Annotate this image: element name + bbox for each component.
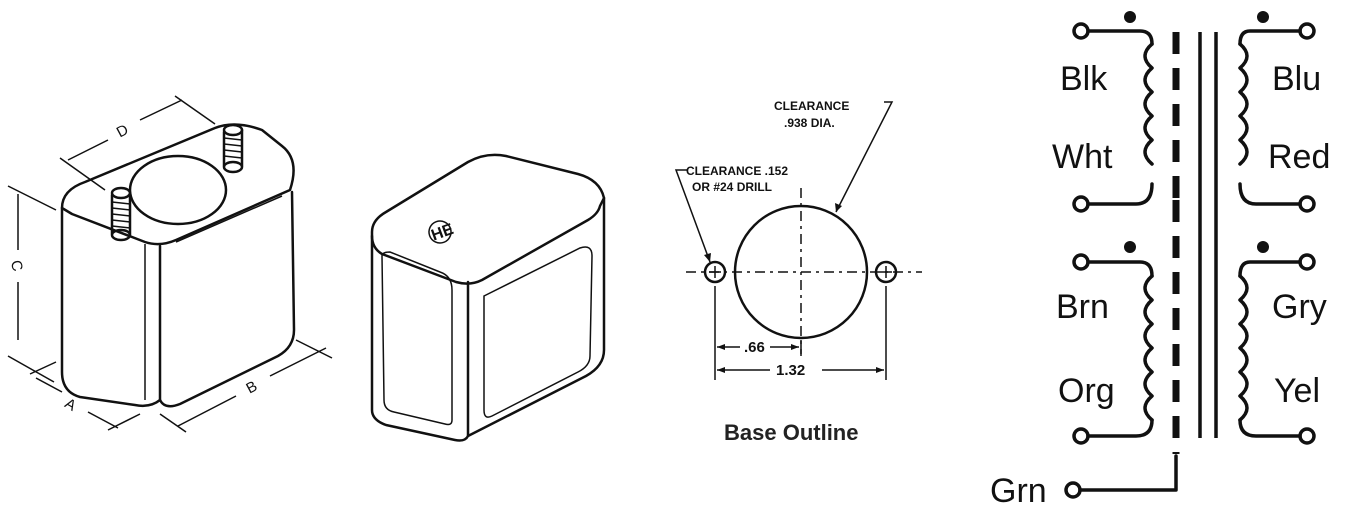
right-face-edge: [466, 196, 606, 438]
clearance-hole-drill-label: OR #24 DRILL: [692, 180, 772, 194]
dimension-a: A: [29, 361, 141, 431]
dim-d-label: D: [114, 121, 132, 141]
base-outline: .66 1.32 CLEARANCE .938 DIA. CLEARANCE .…: [674, 99, 922, 445]
left-panel: [381, 251, 453, 426]
winding-brn-org: Brn Org: [1056, 241, 1154, 445]
dimensioned-transformer-view: D C A B: [7, 95, 333, 433]
lead-gry-label: Gry: [1272, 288, 1327, 326]
dim-c-label: C: [7, 258, 26, 273]
dim-132-label: 1.32: [776, 362, 805, 379]
dimension-d: D: [59, 95, 216, 191]
top-front-edge: [175, 195, 283, 243]
leader-center: [835, 101, 894, 213]
polarity-dot: [1124, 241, 1136, 253]
transformer-schematic: Blk Wht Blu Red Brn Org: [990, 11, 1330, 506]
dim-b-label: B: [243, 378, 260, 398]
clearance-center-dia-label: .938 DIA.: [784, 116, 835, 130]
mounting-hole-left: [703, 260, 727, 284]
lead-grn-label: Grn: [990, 472, 1047, 506]
polarity-dot: [1257, 241, 1269, 253]
polarity-dot: [1257, 11, 1269, 23]
svg-text:HE: HE: [429, 221, 456, 245]
lead-wht-label: Wht: [1052, 138, 1113, 176]
right-panel: [483, 246, 593, 418]
top-face: [370, 153, 606, 285]
enclosed-transformer-view: HE: [370, 153, 606, 442]
clearance-center-label: CLEARANCE: [774, 99, 849, 113]
shield-ground-lead: Grn: [990, 454, 1178, 506]
lead-blk-label: Blk: [1060, 60, 1108, 98]
stud-front: [110, 186, 132, 242]
top-face: [60, 123, 295, 246]
right-face-edge: [158, 190, 296, 408]
leader-hole: [674, 169, 711, 263]
center-hole: [128, 154, 228, 226]
mounting-hole-right: [874, 260, 898, 284]
base-outline-caption: Base Outline: [724, 420, 858, 445]
left-face-edge: [60, 206, 162, 408]
dim-066-label: .66: [744, 339, 765, 356]
lead-org-label: Org: [1058, 372, 1115, 410]
logo-icon: HE: [428, 220, 456, 245]
lead-brn-label: Brn: [1056, 288, 1109, 326]
lead-blu-label: Blu: [1272, 60, 1321, 98]
stud-rear: [222, 123, 244, 174]
lead-red-label: Red: [1268, 138, 1330, 176]
lead-yel-label: Yel: [1274, 372, 1320, 410]
dimension-c: C: [7, 185, 57, 383]
winding-blu-red: Blu Red: [1238, 11, 1330, 213]
winding-gry-yel: Gry Yel: [1238, 241, 1327, 445]
dim-a-label: A: [62, 395, 79, 415]
winding-blk-wht: Blk Wht: [1052, 11, 1154, 213]
clearance-hole-label: CLEARANCE .152: [686, 164, 788, 178]
left-face-edge: [370, 234, 470, 442]
polarity-dot: [1124, 11, 1136, 23]
dimension-b: B: [159, 339, 333, 433]
